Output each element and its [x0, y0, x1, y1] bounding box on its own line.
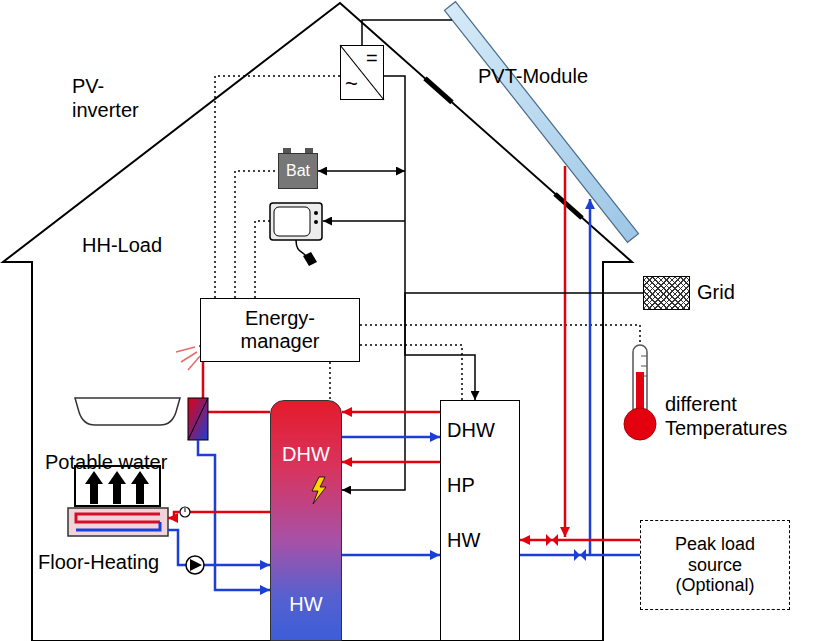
mixing-valve-hand: [185, 508, 186, 512]
node-text: Bat: [286, 162, 310, 180]
part-label: HH-Load: [82, 233, 162, 257]
node-text: HP: [447, 474, 475, 497]
hot-pipe: [190, 511, 270, 514]
control-line: [235, 171, 278, 298]
thermometer-tick: [641, 356, 647, 357]
tv-knob: [314, 211, 318, 215]
node-text: =: [366, 47, 378, 70]
floor-heating-icon: [68, 466, 168, 536]
tv-knob: [314, 220, 318, 224]
control-line: [329, 362, 331, 400]
cold-pipe: [198, 440, 270, 590]
shower-spray: [176, 347, 195, 352]
heat-arrow: [85, 471, 103, 504]
node-text: Peak load source (Optional): [653, 534, 778, 596]
heating-coil: [76, 522, 160, 530]
thermometer-tube: [633, 345, 647, 417]
hot-pipe: [342, 411, 440, 414]
part-label: Potable water: [45, 450, 167, 474]
power-line: [342, 76, 405, 490]
tv-plug: [303, 252, 317, 266]
heat-arrow: [131, 471, 149, 504]
roof-mount: [425, 78, 452, 102]
cold-pipe: [589, 199, 592, 555]
pvt-module: [445, 2, 639, 243]
node-text: DHW: [282, 443, 330, 466]
hot-pipe: [520, 539, 640, 542]
heat-arrow: [108, 471, 126, 504]
bathtub: [75, 398, 180, 425]
inverter-symbol-diagonal: [340, 45, 384, 100]
node-text: Energy- manager: [230, 307, 330, 353]
roof-mount: [555, 194, 582, 218]
heat-pump-box: DHW HP HW: [440, 400, 520, 641]
mixing-valve: [180, 507, 190, 517]
hot-pipe: [564, 166, 567, 537]
dc-wire: [362, 20, 452, 45]
hot-pipe: [342, 461, 440, 464]
battery-power-line: [318, 170, 405, 172]
node-text: HW: [289, 593, 322, 616]
tv-icon: [270, 203, 322, 266]
peak-load-box: Peak load source (Optional): [640, 520, 790, 610]
thermometer-tick: [641, 366, 647, 367]
node-text: ~: [345, 71, 358, 96]
node-text: HW: [447, 529, 480, 552]
thermometer-icon: [624, 345, 656, 440]
heating-floor: [68, 508, 168, 536]
heating-coil: [76, 514, 160, 522]
tv-body: [270, 203, 322, 240]
shower-spray: [188, 356, 200, 370]
control-line: [360, 345, 462, 400]
node-text: DHW: [447, 419, 495, 442]
heat-exchanger-divider: [188, 398, 208, 440]
thermometer-bulb: [624, 408, 656, 440]
hot-pipe: [208, 411, 270, 414]
power-line: [405, 293, 643, 400]
part-label: PV- inverter: [72, 74, 167, 122]
battery-box: Bat: [278, 153, 318, 189]
cold-pipe: [342, 436, 440, 439]
part-label: different Temperatures: [665, 392, 815, 440]
house-outline: [3, 3, 632, 641]
pump-triangle: [190, 559, 202, 571]
cold-pipe: [520, 554, 640, 557]
cold-pipe: [168, 530, 270, 565]
tv-screen: [274, 207, 310, 236]
heat-exchanger: [188, 398, 208, 440]
shower-spray: [181, 352, 197, 362]
thermometer-tick: [641, 376, 647, 377]
control-line: [215, 76, 340, 298]
grid-box: Grid: [643, 276, 690, 310]
energy-manager-box: Energy- manager: [200, 298, 360, 362]
control-line: [255, 221, 270, 298]
part-label: PVT-Module: [478, 64, 588, 88]
part-label: Floor-Heating: [38, 550, 159, 574]
node-text: Grid: [697, 281, 735, 304]
load-power-line: [323, 220, 405, 222]
inverter-box: =~: [340, 45, 384, 100]
cold-pipe: [342, 554, 440, 557]
control-line: [360, 325, 640, 343]
hot-pipe: [168, 512, 180, 518]
storage-tank: DHW HW: [270, 400, 342, 641]
pump-symbol: [186, 556, 204, 574]
